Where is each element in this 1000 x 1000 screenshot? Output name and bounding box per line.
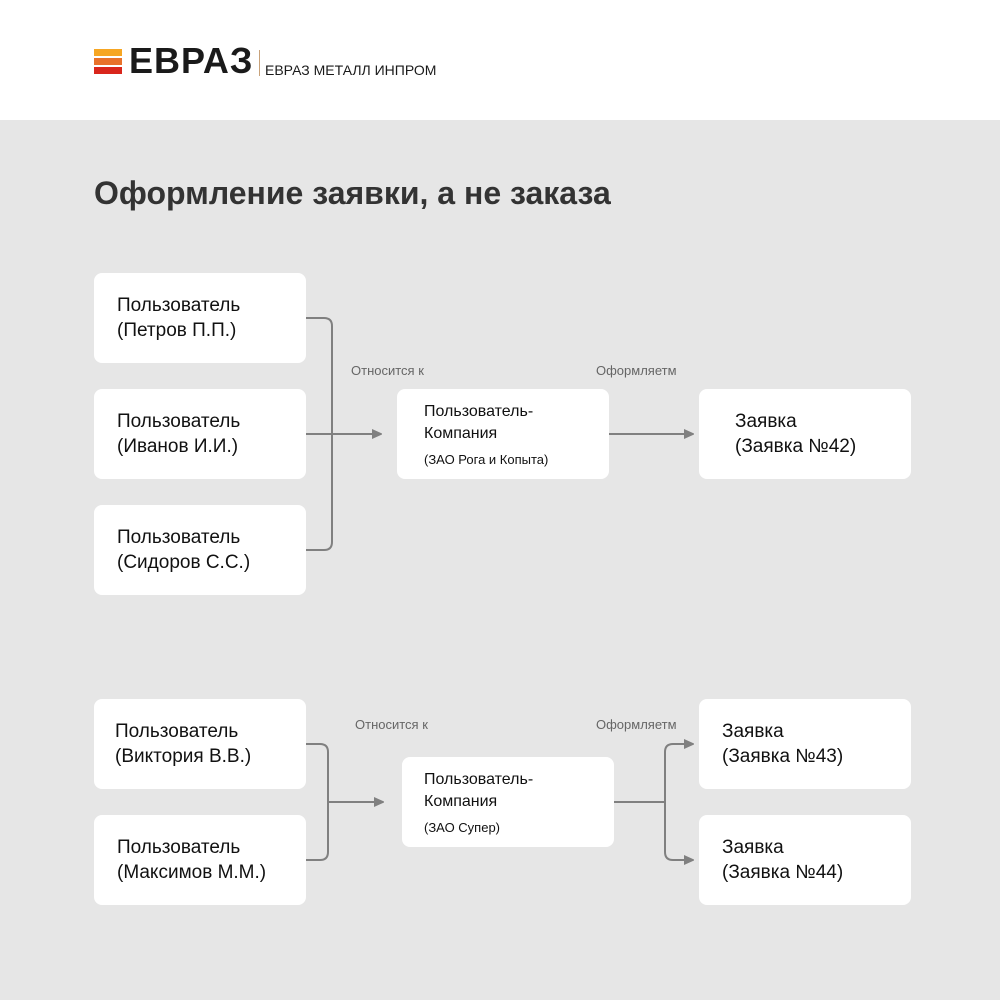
header: ЕВРАЗ ЕВРАЗ МЕТАЛЛ ИНПРОМ (0, 0, 1000, 120)
node-subtitle: (Заявка №43) (722, 746, 844, 767)
node-subtitle: (Заявка №44) (722, 862, 844, 883)
node-subtitle: (Заявка №42) (735, 436, 857, 457)
node-title: Пользователь- (424, 771, 534, 788)
company-name: ЕВРАЗ МЕТАЛЛ ИНПРОМ (265, 62, 437, 78)
relation-label: Относится к (351, 363, 424, 378)
node-title: Заявка (722, 721, 784, 742)
request-node: Заявка (Заявка №43) (699, 699, 911, 789)
user-node: Пользователь (Сидоров С.С.) (94, 505, 306, 595)
node-subtitle: (Максимов М.М.) (117, 862, 267, 883)
node-title: Компания (424, 425, 498, 442)
node-subtitle: (Сидоров С.С.) (117, 552, 251, 573)
node-subtitle: (Иванов И.И.) (117, 436, 239, 457)
user-node: Пользователь (Иванов И.И.) (94, 389, 306, 479)
node-title: Заявка (735, 411, 797, 432)
arrow-to-request (664, 743, 693, 861)
node-title: Пользователь (115, 721, 239, 742)
logo-icon (94, 49, 122, 76)
page-title: Оформление заявки, а не заказа (94, 175, 611, 211)
node-title: Пользователь- (424, 403, 534, 420)
user-node: Пользователь (Петров П.П.) (94, 273, 306, 363)
logo-divider (259, 50, 260, 76)
company-node: Пользователь- Компания (ЗАО Рога и Копыта) (397, 389, 609, 479)
request-node: Заявка (Заявка №42) (699, 389, 911, 479)
user-node: Пользователь (Виктория В.В.) (94, 699, 306, 789)
node-title: Компания (424, 793, 498, 810)
node-title: Заявка (722, 837, 784, 858)
company-node: Пользователь- Компания (ЗАО Супер) (402, 757, 614, 847)
node-subtitle: (Виктория В.В.) (115, 746, 252, 767)
relation-label: Относится к (355, 717, 428, 732)
logo-text: ЕВРАЗ (129, 40, 254, 81)
node-subtitle: (Петров П.П.) (117, 320, 237, 341)
node-title: Пользователь (117, 837, 241, 858)
node-title: Пользователь (117, 295, 241, 316)
action-label: Оформляетм (596, 717, 677, 732)
request-node: Заявка (Заявка №44) (699, 815, 911, 905)
node-subtitle: (ЗАО Супер) (424, 820, 501, 835)
node-title: Пользователь (117, 527, 241, 548)
node-subtitle: (ЗАО Рога и Копыта) (424, 452, 549, 467)
bracket-line (306, 743, 329, 861)
user-node: Пользователь (Максимов М.М.) (94, 815, 306, 905)
action-label: Оформляетм (596, 363, 677, 378)
node-title: Пользователь (117, 411, 241, 432)
